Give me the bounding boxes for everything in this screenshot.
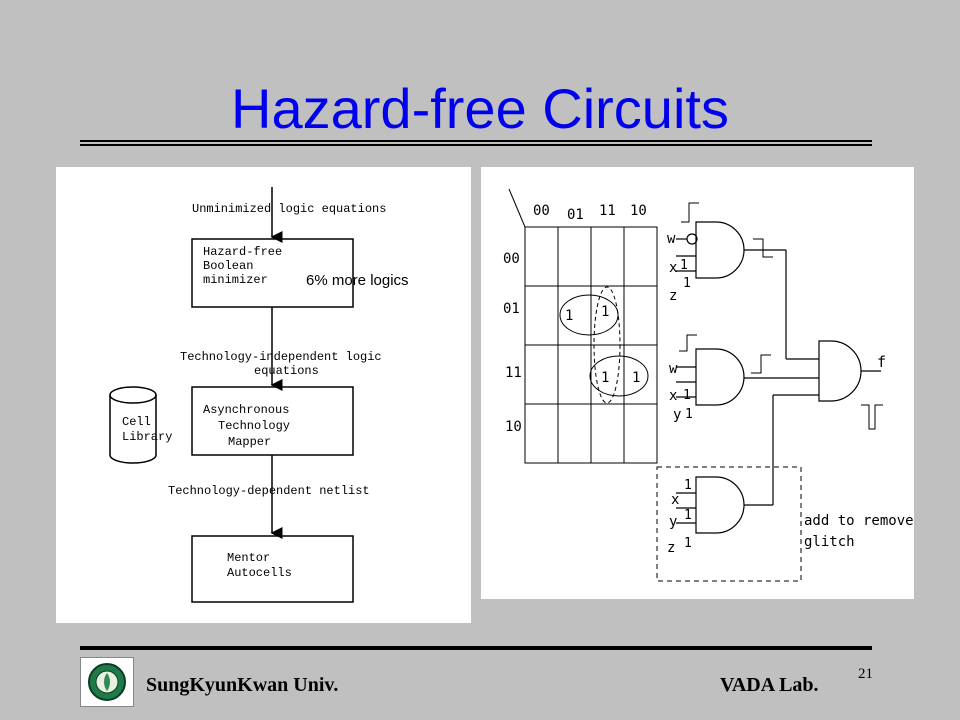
footer-divider <box>80 646 872 650</box>
output-glitch-waveform <box>861 404 883 430</box>
note-line-2: glitch <box>804 534 855 550</box>
note-line-1: add to remove <box>804 513 914 529</box>
autocells-box <box>191 535 354 603</box>
overhead-annotation: 6% more logics <box>306 272 409 289</box>
autocells-line-1: Mentor <box>227 551 270 565</box>
kmap-group-row01 <box>559 294 619 336</box>
gate2-rise-output-waveform <box>751 354 771 374</box>
gate2-input-y: y <box>673 407 681 423</box>
gate1-input-w: w <box>667 231 676 247</box>
gate2-input-x: x <box>669 388 677 404</box>
kmap-row-11: 11 <box>505 365 522 381</box>
gate3-input-y: y <box>669 514 677 530</box>
kmap-row-10: 10 <box>505 419 522 435</box>
mapper-line-2: Technology <box>218 419 290 433</box>
autocells-line-2: Autocells <box>227 566 292 580</box>
design-flow-panel: Unminimized logic equations Hazard-free … <box>56 167 471 623</box>
gate3-input-z: z <box>667 540 675 556</box>
gate1-rise-waveform <box>681 202 699 223</box>
step2-label-line-1: Technology-independent logic <box>180 350 382 364</box>
kmap-col-10: 10 <box>630 203 647 219</box>
kmap-group-row11 <box>589 355 649 397</box>
university-logo <box>80 657 134 707</box>
minimizer-box <box>191 238 354 308</box>
university-seal-icon <box>88 663 126 701</box>
and-gate-2 <box>676 348 819 406</box>
gate2-rise-waveform <box>679 334 697 352</box>
kmap-col-11: 11 <box>599 203 616 219</box>
output-label-f: f <box>877 353 886 371</box>
minimizer-line-1: Hazard-free <box>203 245 282 259</box>
kmap-row-00: 00 <box>503 251 520 267</box>
kmap-grid <box>508 188 658 464</box>
kmap-cell-r2c2: 1 <box>601 370 609 386</box>
footer-university: SungKyunKwan Univ. <box>146 674 339 696</box>
gate1-input-x: x <box>669 260 677 276</box>
kmap-group-consensus <box>593 286 621 404</box>
gate2-value-y: 1 <box>685 407 693 422</box>
gate1-value-z: 1 <box>683 276 691 291</box>
gate2-value-x: 1 <box>683 388 691 403</box>
added-gate-dashed-box <box>656 466 802 582</box>
mapper-line-3: Mapper <box>228 435 271 449</box>
step3-label: Technology-dependent netlist <box>168 484 370 498</box>
mapper-line-1: Asynchronous <box>203 403 289 417</box>
library-line-2: Library <box>122 430 172 444</box>
kmap-col-01: 01 <box>567 207 584 223</box>
and-gate-3 <box>676 394 819 534</box>
library-line-1: Cell <box>122 415 151 429</box>
footer-lab: VADA Lab. <box>720 674 819 696</box>
kmap-row-01: 01 <box>503 301 520 317</box>
and-gate-1 <box>676 221 819 360</box>
kmap-col-00: 00 <box>533 203 550 219</box>
gate1-fall-waveform <box>753 238 773 258</box>
output-and-gate <box>818 340 881 402</box>
gate2-input-w: w <box>669 361 678 377</box>
gate3-value-x: 1 <box>684 478 692 493</box>
gate3-input-x: x <box>671 492 679 508</box>
mapper-box <box>191 386 354 456</box>
gate1-input-z: z <box>669 288 677 304</box>
cell-library-cylinder <box>109 386 157 464</box>
kmap-circuit-diagram: 00 01 11 10 00 01 11 10 1 1 1 1 w x z 1 <box>503 188 914 582</box>
kmap-cell-r2c3: 1 <box>632 370 640 386</box>
gate3-value-z: 1 <box>684 536 692 551</box>
page-number: 21 <box>858 666 873 682</box>
slide-title: Hazard-free Circuits <box>231 77 729 140</box>
minimizer-line-3: minimizer <box>203 273 268 287</box>
design-flow-diagram: Unminimized logic equations Hazard-free … <box>109 187 409 603</box>
step1-label: Unminimized logic equations <box>192 202 386 216</box>
minimizer-line-2: Boolean <box>203 259 253 273</box>
kmap-circuit-panel: 00 01 11 10 00 01 11 10 1 1 1 1 w x z 1 <box>481 167 914 599</box>
gate1-value-x: 1 <box>680 258 688 273</box>
gate3-value-y: 1 <box>684 508 692 523</box>
step2-label-line-2: equations <box>254 364 319 378</box>
title-divider <box>80 140 872 146</box>
kmap-cell-r1c1: 1 <box>565 308 573 324</box>
kmap-cell-r1c2: 1 <box>601 304 609 320</box>
